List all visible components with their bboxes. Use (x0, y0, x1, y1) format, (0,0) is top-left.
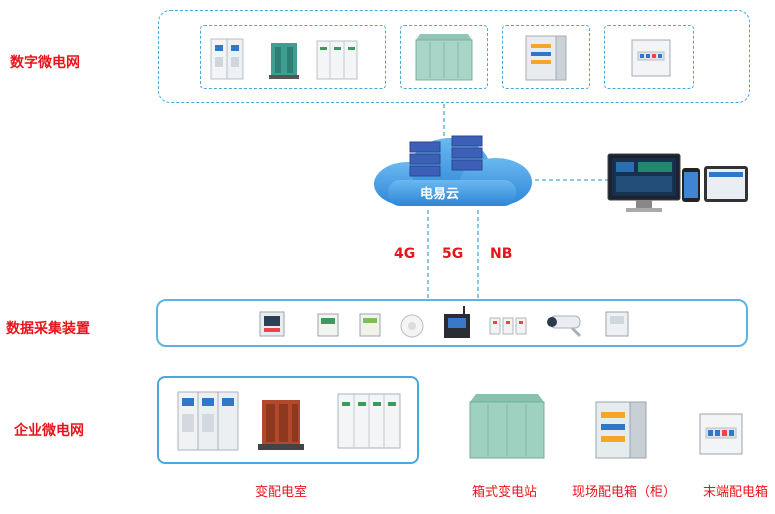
din-module-icon (359, 313, 381, 337)
equipment-group-terminal-box (604, 25, 694, 89)
wireless-meter-icon (444, 306, 470, 338)
collection-devices-row (259, 306, 629, 338)
network-label-4g: 4G (394, 246, 416, 262)
terminal-box-large-icon (699, 413, 743, 455)
caption-field-cabinet: 现场配电箱（柜） (572, 485, 677, 500)
monitoring-devices-icon (607, 153, 748, 212)
field-cabinet-large-icon (595, 401, 647, 459)
camera-icon (547, 315, 582, 338)
power-meter-icon (259, 311, 285, 337)
server-stack-right-icon (451, 135, 483, 171)
switchgear-group-icon (210, 38, 358, 80)
smoke-sensor-icon (400, 314, 424, 338)
cloud-icon (374, 135, 532, 206)
server-stack-left-icon (409, 141, 441, 177)
terminal-box-icon (631, 39, 671, 77)
sensor-modules-icon (489, 317, 527, 335)
temperature-panel-icon (605, 311, 629, 337)
section-label-data-collection: 数据采集装置 (6, 321, 90, 337)
equipment-group-field-cabinet (502, 25, 590, 89)
box-substation-icon (415, 34, 473, 81)
equipment-group-substation (200, 25, 386, 89)
cloud-label: 电易云 (420, 187, 460, 202)
box-substation-large-icon (469, 394, 545, 459)
equipment-group-box-substation (400, 25, 488, 89)
substation-room-equipment-icon (177, 391, 401, 451)
network-label-5g: 5G (442, 246, 464, 262)
caption-box-substation: 箱式变电站 (472, 485, 538, 500)
caption-substation-room: 变配电室 (255, 485, 308, 500)
field-cabinet-icon (525, 35, 567, 81)
din-rail-meter-icon (317, 313, 339, 337)
digital-microgrid-container (158, 10, 750, 103)
section-label-digital-microgrid: 数字微电网 (10, 55, 80, 71)
section-label-enterprise-microgrid: 企业微电网 (14, 423, 84, 439)
caption-terminal-box: 末端配电箱 (703, 485, 769, 500)
network-label-nb: NB (490, 246, 513, 262)
